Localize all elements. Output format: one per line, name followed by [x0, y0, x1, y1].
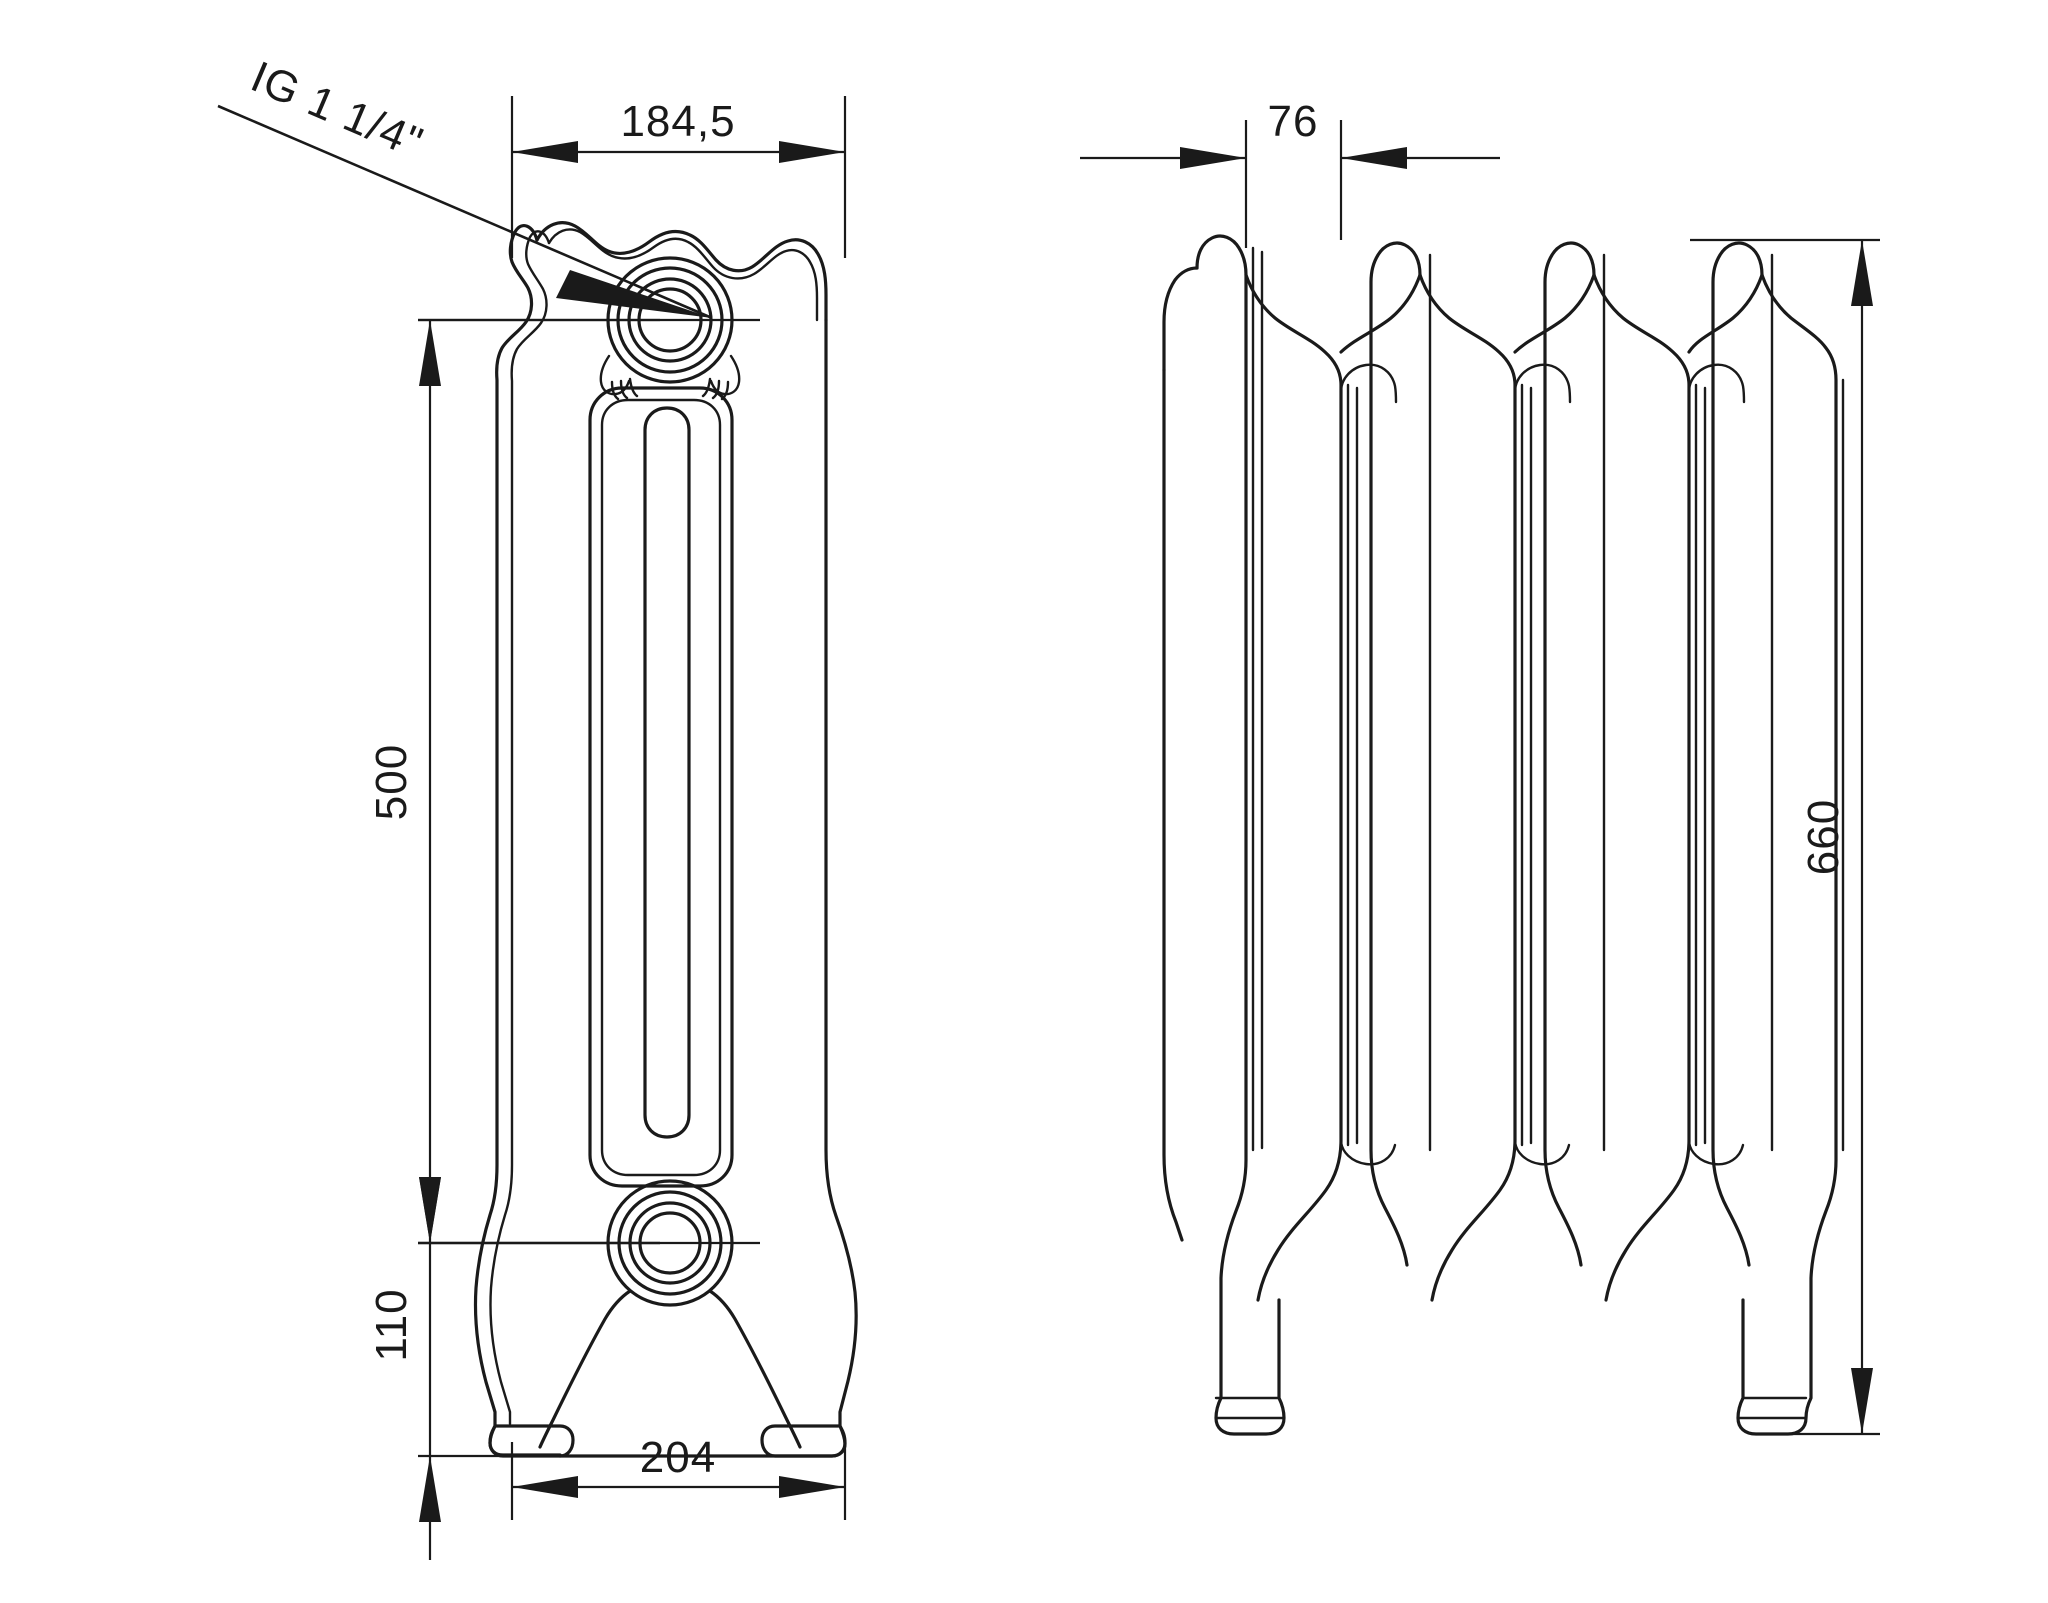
dimension-label-660: 660	[1799, 799, 1848, 875]
dimension-660: 660	[1690, 238, 1880, 1436]
dimension-76: 76	[1080, 97, 1500, 248]
dimension-500: 500	[367, 318, 660, 1245]
front-view	[473, 221, 858, 1458]
dimension-110: 110	[367, 1177, 660, 1560]
side-fin	[1418, 241, 1606, 1302]
front-inner-rib	[643, 406, 691, 1139]
side-fin	[1244, 241, 1432, 1302]
side-left-edge	[1195, 234, 1286, 1436]
dimension-204: 204	[510, 1433, 847, 1520]
side-right-edge	[1736, 273, 1845, 1436]
dimension-label-500: 500	[367, 744, 416, 820]
side-view	[1162, 234, 1845, 1436]
side-fin-group	[1244, 241, 1774, 1302]
dimension-label-204: 204	[640, 1433, 716, 1482]
thread-callout-label: IG 1 1/4"	[244, 52, 430, 168]
port-centerlines	[418, 318, 760, 1245]
dimension-label-110: 110	[367, 1288, 416, 1361]
dimension-label-184-5: 184,5	[620, 97, 735, 146]
dimension-184-5: 184,5	[510, 96, 847, 258]
front-inner-panel	[588, 386, 734, 1188]
dimension-label-76: 76	[1268, 97, 1319, 146]
front-foot	[488, 1289, 847, 1458]
side-fin	[1592, 241, 1774, 1302]
